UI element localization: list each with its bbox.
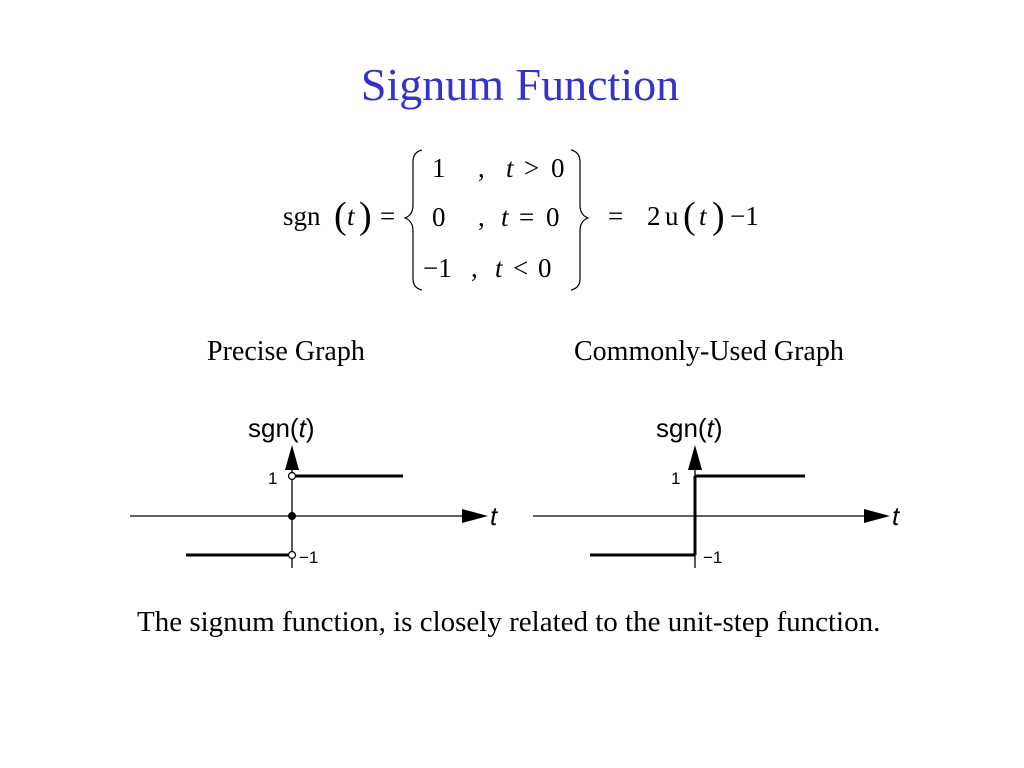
case-1-comma: ,	[478, 153, 485, 183]
case-3-comma: ,	[471, 253, 478, 283]
rhs-variable: t	[699, 201, 707, 231]
rhs-equals: =	[608, 201, 624, 231]
common-tick-1: 1	[671, 469, 680, 488]
case-1-bound: 0	[551, 153, 565, 183]
precise-tick-1: 1	[268, 469, 277, 488]
case-1-value: 1	[432, 153, 446, 183]
lhs-function-name: sgn	[283, 201, 321, 231]
lhs-variable: t	[347, 201, 355, 231]
rhs-tail: −1	[730, 201, 759, 231]
lhs-equals: =	[380, 201, 396, 231]
precise-y-arrowhead	[285, 445, 299, 470]
common-y-label: sgn(t)	[656, 413, 722, 443]
case-2-value: 0	[432, 202, 446, 232]
case-2-bound: 0	[546, 202, 560, 232]
common-x-label: t	[892, 501, 901, 531]
slide-title: Signum Function	[360, 59, 680, 110]
precise-tick-neg1: −1	[299, 548, 318, 567]
case-2-rel: =	[519, 202, 535, 232]
case-3-value: −1	[423, 253, 452, 283]
right-brace	[570, 149, 590, 291]
precise-x-arrowhead	[462, 509, 488, 523]
precise-x-label: t	[490, 501, 499, 531]
slide-note: The signum function, is closely related …	[137, 606, 881, 638]
rhs-close-paren: )	[712, 195, 725, 237]
case-1-rel: >	[524, 153, 540, 183]
left-brace	[403, 149, 423, 291]
common-y-arrowhead	[688, 445, 702, 470]
case-2-var: t	[501, 202, 509, 232]
common-x-arrowhead	[864, 509, 890, 523]
rhs-open-paren: (	[683, 195, 696, 237]
case-3-var: t	[495, 253, 503, 283]
precise-graph: sgn(t) t 1 −1	[130, 413, 499, 568]
rhs-function-name: u	[665, 201, 679, 231]
case-3-bound: 0	[538, 253, 552, 283]
precise-filled-dot-origin	[288, 512, 296, 520]
rhs-coefficient: 2	[647, 201, 661, 231]
case-2-comma: ,	[478, 202, 485, 232]
common-graph-caption: Commonly-Used Graph	[574, 336, 844, 367]
case-3-rel: <	[513, 253, 529, 283]
lhs-close-paren: )	[359, 195, 372, 237]
precise-open-dot-neg	[287, 550, 297, 560]
case-1-var: t	[506, 153, 514, 183]
lhs-open-paren: (	[334, 195, 347, 237]
common-graph: sgn(t) t 1 −1	[533, 413, 901, 568]
common-tick-neg1: −1	[703, 548, 722, 567]
precise-open-dot-pos	[287, 471, 297, 481]
precise-graph-caption: Precise Graph	[207, 336, 365, 367]
precise-y-label: sgn(t)	[248, 413, 314, 443]
